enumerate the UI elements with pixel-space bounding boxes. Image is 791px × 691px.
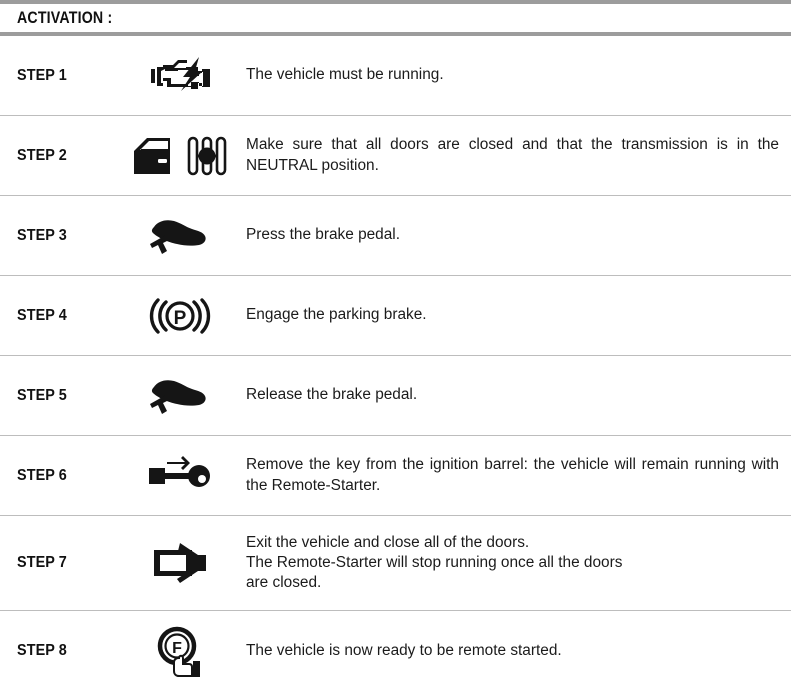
page-title: ACTIVATION :: [17, 8, 113, 27]
foot-on-pedal-icon: [148, 374, 212, 418]
step-label: STEP 3: [17, 226, 67, 244]
step-label: STEP 6: [17, 466, 67, 484]
step-icon-cell: P: [115, 294, 245, 338]
door-close-arrow-icon: [150, 539, 210, 587]
step-text: Make sure that all doors are closed and …: [246, 136, 779, 174]
step-icon-cell: [115, 53, 245, 99]
foot-on-pedal-icon: [148, 214, 212, 258]
step-text: Engage the parking brake.: [246, 306, 427, 324]
step-icon-cell: F: [115, 624, 245, 678]
step-text: Remove the key from the ignition barrel:…: [246, 456, 779, 494]
step-row: STEP 2: [0, 116, 791, 196]
step-row: STEP 4 P Engage th: [0, 276, 791, 356]
remote-fob-press-icon: F: [152, 624, 208, 678]
transmission-neutral-icon: [185, 134, 229, 178]
step-label: STEP 5: [17, 386, 67, 404]
step-row: STEP 1 The vehi: [0, 36, 791, 116]
key-removal-icon: [147, 454, 213, 498]
step-text: Exit the vehicle and close all of the do…: [246, 533, 623, 591]
step-label: STEP 8: [17, 642, 67, 659]
step-label: STEP 1: [17, 66, 67, 84]
svg-text:P: P: [174, 308, 187, 329]
step-row: STEP 7 Exit the vehicle and close all of…: [0, 516, 791, 611]
section-header: ACTIVATION :: [0, 0, 791, 36]
step-text: The vehicle is now ready to be remote st…: [246, 641, 562, 659]
step-row: STEP 5 Release the brake pedal.: [0, 356, 791, 436]
step-label: STEP 7: [17, 554, 67, 571]
step-icon-cell: [115, 374, 245, 418]
parking-brake-icon: P: [149, 294, 211, 338]
svg-text:F: F: [172, 640, 182, 657]
step-icon-cell: [115, 214, 245, 258]
step-icon-cell: [115, 454, 245, 498]
step-label: STEP 2: [17, 146, 67, 164]
steps-list: STEP 1 The vehi: [0, 36, 791, 691]
step-label: STEP 4: [17, 306, 67, 324]
step-row: STEP 8 F The vehicle is now ready to be: [0, 611, 791, 691]
step-icon-cell: [115, 539, 245, 587]
step-row: STEP 6: [0, 436, 791, 516]
step-icon-cell: [115, 134, 245, 178]
step-text: The vehicle must be running.: [246, 66, 444, 84]
step-text: Press the brake pedal.: [246, 226, 400, 244]
car-door-icon: [131, 134, 173, 178]
step-row: STEP 3 Press the brake pedal.: [0, 196, 791, 276]
check-engine-icon: [145, 53, 215, 99]
step-text: Release the brake pedal.: [246, 386, 418, 404]
